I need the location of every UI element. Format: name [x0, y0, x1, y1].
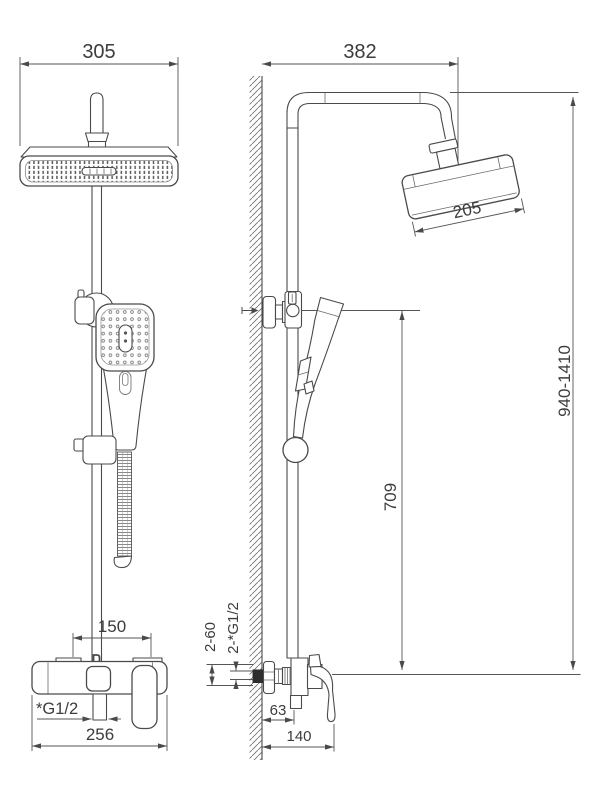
riser-pipe-side [286, 127, 299, 659]
hose-coil [117, 451, 132, 557]
wall-bracket-side [241, 290, 303, 329]
wall-plate [262, 295, 277, 329]
hose-end [113, 555, 133, 569]
front-view: 305 [19, 41, 179, 751]
dim-label-wall-inlet-thread: 2-*G1/2 [225, 602, 242, 654]
dim-label-body-width: 256 [86, 725, 114, 744]
elbow-inner [424, 102, 447, 140]
dim-label-outlet-depth: 63 [270, 702, 287, 719]
diverter-stem [92, 654, 101, 667]
mixer-lever-front [131, 664, 158, 730]
overhead-shower-side: 205 [401, 138, 526, 237]
mixer-front: 150 *G1/2 256 [31, 617, 168, 751]
handle-button [122, 373, 129, 386]
bracket-block [82, 435, 117, 465]
selector-dot [123, 331, 128, 335]
bracket-neck [274, 304, 284, 320]
dim-label-escutcheon: 2-60 [202, 622, 219, 652]
dim-wall-inlet-thread: 2-*G1/2 [225, 602, 253, 689]
dim-label-arm-reach: 382 [343, 41, 376, 63]
arm-inner [297, 102, 425, 129]
wall-fixing-arrow [241, 307, 259, 314]
dim-label-outlet-thread: *G1/2 [36, 700, 78, 718]
dim-label-height-range: 940-1410 [555, 345, 574, 417]
slide-bar-front [91, 182, 103, 664]
top-pipe-front [89, 92, 104, 134]
wall-section [249, 76, 263, 760]
hose-outlet-side [289, 694, 303, 710]
head-nut-upper [84, 132, 110, 143]
mixer-column-side [290, 657, 309, 697]
wall-hatch [249, 76, 262, 760]
dim-label-handle-depth: 140 [286, 728, 311, 745]
dim-label-bar-height: 709 [381, 483, 400, 511]
head-center-slot [81, 166, 117, 176]
mixer-lever-side [309, 665, 336, 723]
face-tab-side [303, 380, 315, 395]
handle-notch [119, 371, 132, 395]
dim-height-range: 940-1410 [332, 92, 581, 675]
slider-knob [286, 303, 300, 318]
dim-bar-height-709: 709 [302, 310, 420, 670]
dim-label-head-width: 305 [82, 41, 115, 63]
holder-clamp [74, 296, 95, 325]
thread-nut [281, 666, 292, 686]
wall-inlet [252, 669, 264, 683]
overhead-shower-front [19, 146, 179, 187]
selector-dot [123, 339, 128, 343]
mode-selector [118, 324, 133, 353]
dim-head-length-205: 205 [411, 198, 526, 237]
hand-shower-handle [102, 368, 148, 451]
escutcheon-side [262, 660, 276, 695]
arm-outer [286, 91, 425, 129]
slider-bracket-front [73, 435, 117, 465]
dim-escutcheon-2-60: 2-60 [202, 622, 253, 686]
dim-outlet-depth-63: 63 [262, 702, 295, 725]
dim-head-width-305: 305 [19, 41, 179, 146]
head-top-cover [20, 146, 178, 158]
dim-body-width-256: 256 [31, 695, 168, 751]
dim-outlet-thread-g12: *G1/2 [36, 700, 121, 722]
lever-tab-side [308, 653, 322, 668]
dim-inlet-spacing-150: 150 [72, 617, 152, 657]
dim-arm-reach-382: 382 [262, 41, 459, 170]
diverter-knob [85, 665, 112, 692]
hand-shower-side [282, 296, 345, 464]
mixer-side: 2-60 2-*G1/2 63 140 [202, 602, 336, 752]
hose-ball-joint [282, 436, 309, 464]
elbow-outer [424, 91, 457, 143]
side-view: 382 205 940-1410 [202, 41, 581, 760]
shower-hose-front [113, 451, 133, 569]
hand-shower-front [95, 303, 155, 451]
dim-handle-depth-140: 140 [262, 724, 335, 752]
hose-outlet-front [92, 693, 108, 721]
dim-label-inlet-spacing: 150 [98, 617, 126, 636]
